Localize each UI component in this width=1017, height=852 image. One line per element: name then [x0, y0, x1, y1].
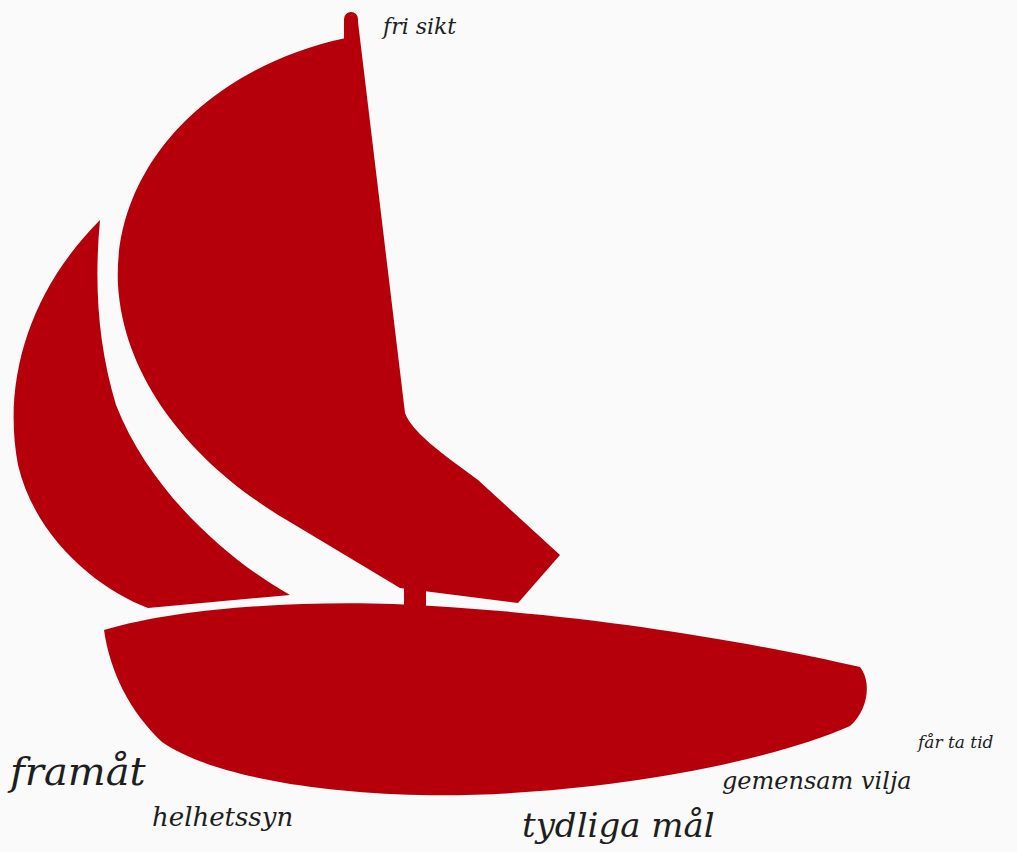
heading-label: tydliga mål [522, 806, 715, 845]
note-label: helhetssyn [152, 803, 293, 833]
jib-sail [14, 220, 290, 608]
note-label: får ta tid [918, 733, 993, 753]
mast-label: fri sikt [383, 14, 456, 39]
heading-label: framåt [10, 748, 146, 794]
hull [104, 603, 867, 795]
note-label: gemensam vilja [722, 768, 912, 796]
